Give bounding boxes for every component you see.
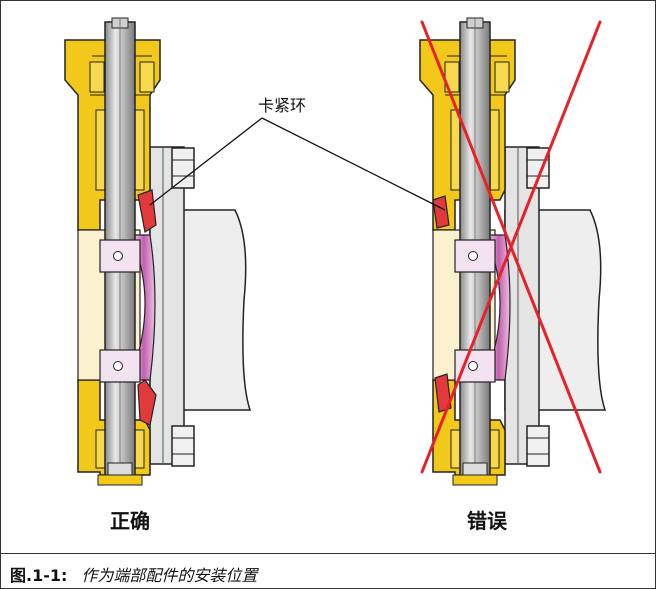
wrong-cross-mark [420,20,602,474]
clamp-ring-label: 卡紧环 [258,96,307,115]
figure-caption: 图.1-1: 作为端部配件的安装位置 [10,562,257,586]
wrong-valve [419,17,606,486]
callout-leaders [149,117,446,211]
caption-number: 图.1-1: [10,566,68,585]
wrong-label: 错误 [467,509,507,533]
correct-label: 正确 [110,509,150,533]
correct-valve [64,17,251,486]
caption-text: 作为端部配件的安装位置 [81,566,258,585]
